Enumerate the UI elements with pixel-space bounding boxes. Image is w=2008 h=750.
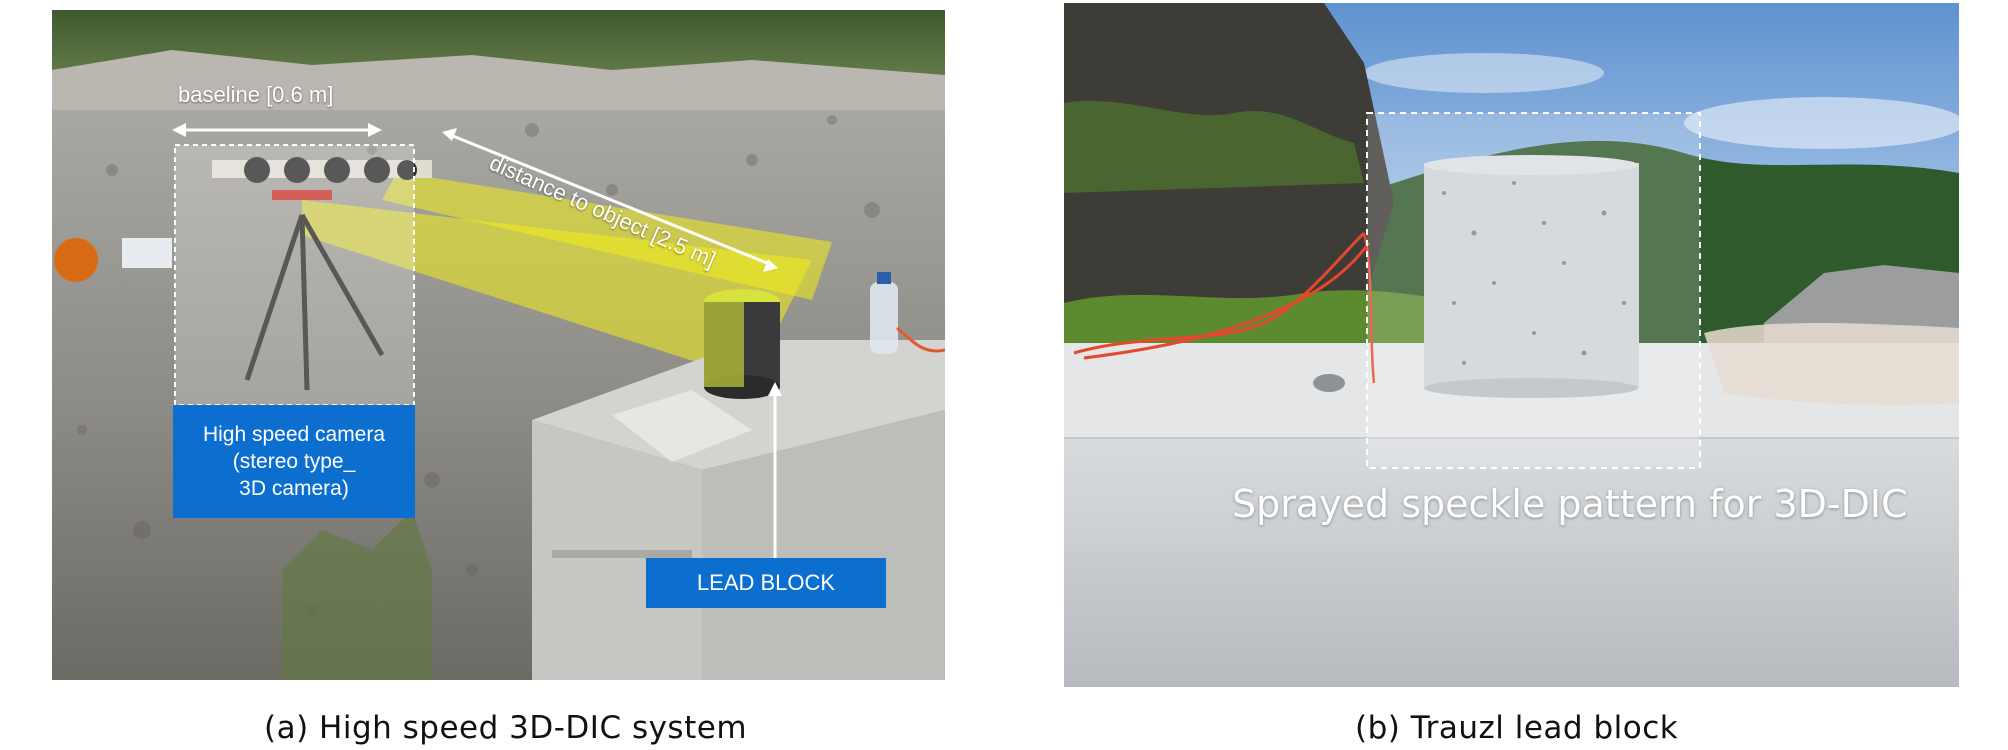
camera-label-line-2: (stereo type_ bbox=[232, 450, 356, 473]
lead-block-label: LEAD BLOCK bbox=[696, 570, 836, 595]
grass-patch bbox=[282, 510, 432, 680]
camera-label-box: High speed camera (stereo type_ 3D camer… bbox=[173, 405, 415, 518]
lead-block-arrow bbox=[768, 382, 782, 558]
lead-cylinder-body bbox=[1424, 163, 1639, 388]
field-of-view-beam-lower bbox=[302, 200, 812, 380]
baseline-arrow bbox=[172, 123, 382, 137]
detonator-wires bbox=[1073, 231, 1371, 360]
speckle-pattern bbox=[1442, 181, 1626, 365]
distance-arrow bbox=[442, 128, 778, 272]
cliff-vegetation bbox=[1064, 100, 1364, 193]
caption-panel-b: (b) Trauzl lead block bbox=[1355, 710, 1679, 746]
tripod bbox=[244, 213, 385, 391]
cable-reel bbox=[54, 238, 98, 282]
water-bottle-cap bbox=[877, 272, 891, 284]
lead-block-label-box: LEAD BLOCK bbox=[646, 558, 886, 608]
water-bottle bbox=[870, 282, 898, 354]
powder-bag bbox=[612, 390, 752, 462]
camera-dashed-frame bbox=[174, 144, 415, 406]
red-wires bbox=[896, 326, 945, 353]
platform-front bbox=[1064, 438, 1959, 687]
lead-block-highlight bbox=[704, 302, 744, 387]
cloud bbox=[1364, 53, 1604, 93]
baseline-label: baseline [0.6 m] bbox=[178, 82, 334, 107]
scene-a bbox=[52, 10, 945, 680]
detonator-clip bbox=[1313, 374, 1345, 392]
equipment-box bbox=[122, 238, 172, 268]
speckle-pattern-label: Sprayed speckle pattern for 3D-DIC bbox=[1232, 482, 1908, 526]
cabinet-side bbox=[702, 410, 945, 680]
detonator-wire-vertical bbox=[1362, 232, 1376, 384]
camera-label-line-1: High speed camera bbox=[202, 423, 386, 446]
plastic-bag bbox=[1704, 323, 1959, 405]
photo-panel-b: Sprayed speckle pattern for 3D-DIC bbox=[1064, 3, 1959, 687]
camera-units bbox=[244, 157, 417, 200]
photo-panel-a: baseline [0.6 m] distance to object [2.5… bbox=[52, 10, 945, 680]
camera-label-line-3: 3D camera) bbox=[239, 477, 349, 500]
cabinet-top bbox=[532, 340, 945, 470]
lead-cylinder-top bbox=[1424, 155, 1638, 175]
gravel-texture bbox=[77, 115, 880, 617]
lead-cylinder-bottom bbox=[1424, 378, 1638, 398]
speckle-dashed-frame bbox=[1366, 112, 1701, 469]
cloud bbox=[1684, 97, 1959, 149]
scene-b bbox=[1064, 3, 1959, 687]
caption-panel-a: (a) High speed 3D-DIC system bbox=[264, 710, 748, 746]
cabinet-shelf bbox=[552, 550, 692, 558]
